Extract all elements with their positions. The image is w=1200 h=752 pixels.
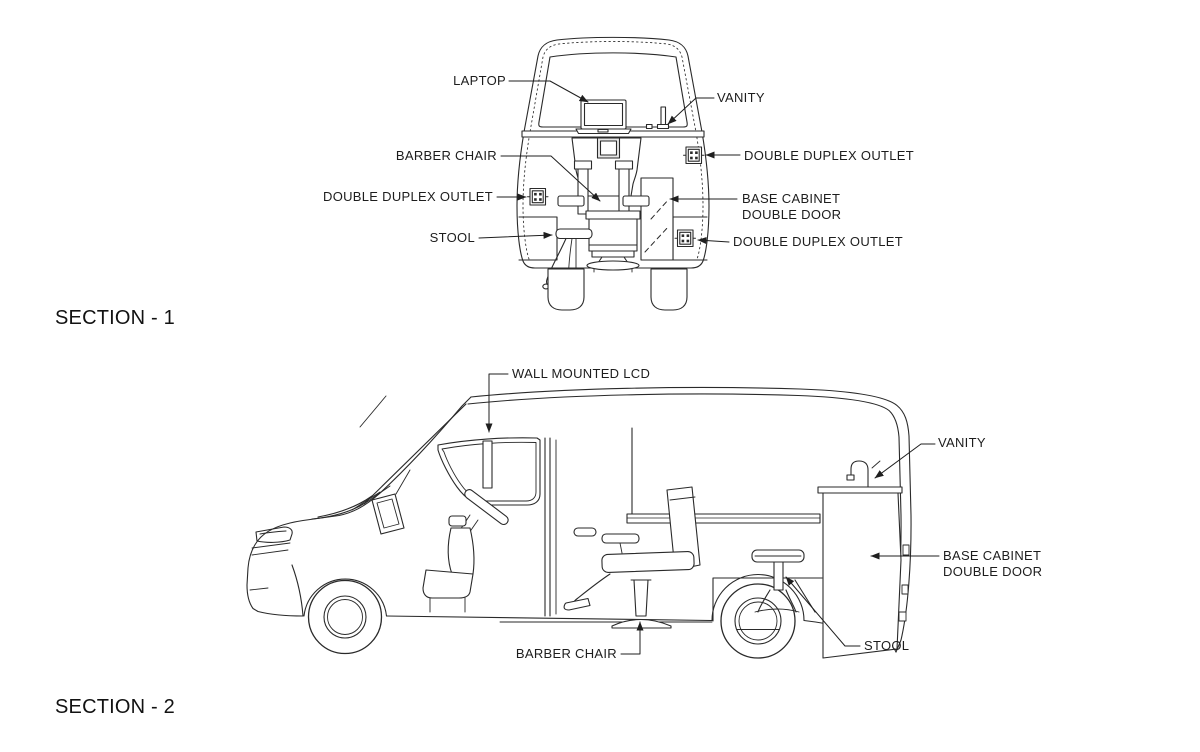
antenna <box>359 395 387 428</box>
rear-wheel-drawing <box>720 583 796 659</box>
hood-seam <box>317 495 373 518</box>
label-line-1: BASE CABINET <box>742 191 841 206</box>
grille-lines <box>249 542 291 591</box>
leader-barber-chair <box>500 155 601 202</box>
outlet-right-top-drawing <box>682 146 705 165</box>
rear-wheel-arch <box>711 573 805 622</box>
faucet-handle <box>871 460 881 469</box>
chair-backrest <box>666 486 701 571</box>
leader-outlet-right-bottom <box>697 237 730 245</box>
label-base-cabinet-rear: BASE CABINET DOUBLE DOOR <box>742 191 841 222</box>
label-stool-rear: STOOL <box>429 230 475 245</box>
barber-chair-side-drawing <box>563 486 701 629</box>
label-barber-chair-rear: BARBER CHAIR <box>395 148 497 163</box>
vanity-faucet-rear-drawing <box>645 106 670 130</box>
vanity-countertop <box>817 486 903 494</box>
leader-vanity-side <box>874 443 936 479</box>
leader-wall-mounted-lcd <box>485 373 509 433</box>
label-wall-mounted-lcd: WALL MOUNTED LCD <box>512 366 651 381</box>
label-line-1: BASE CABINET <box>943 548 1042 563</box>
label-double-duplex-outlet-right-top: DOUBLE DUPLEX OUTLET <box>744 148 914 163</box>
label-laptop: LAPTOP <box>453 73 506 88</box>
rear-view-wheel-right <box>650 268 688 311</box>
label-vanity-side: VANITY <box>938 435 986 450</box>
chair-pedestal <box>633 579 649 617</box>
wiper <box>351 485 391 511</box>
outlet-right-bottom-drawing <box>674 229 697 248</box>
vanity-cabinet-side-drawing <box>817 460 910 659</box>
leader-lines-section-1 <box>478 80 741 245</box>
leader-lines-section-2 <box>485 373 940 655</box>
vanity-faucet <box>850 460 869 488</box>
barber-chair-rear-drawing <box>557 137 650 273</box>
headlight <box>255 526 293 543</box>
front-wheel-arch <box>303 578 388 617</box>
windshield <box>246 396 472 617</box>
counter-shelf-drawing <box>626 513 821 524</box>
laptop-drawing <box>575 99 632 135</box>
leader-vanity <box>667 97 715 125</box>
label-double-duplex-outlet-left: DOUBLE DUPLEX OUTLET <box>323 189 493 204</box>
outlet-left-drawing <box>526 187 549 206</box>
base-cabinet-rear-drawing <box>640 177 674 261</box>
mirror-drawing <box>371 469 411 535</box>
door-handle <box>573 527 597 537</box>
stool-side-drawing <box>751 549 805 613</box>
rear-door-hardware <box>898 544 910 622</box>
label-vanity-rear: VANITY <box>717 90 765 105</box>
section-2-title: SECTION - 2 <box>55 696 175 718</box>
label-barber-chair-side: BARBER CHAIR <box>515 646 617 661</box>
leader-stool-side <box>785 576 861 647</box>
front-fender-edge <box>291 564 304 617</box>
rear-wheels <box>547 268 688 311</box>
label-stool-side: STOOL <box>864 638 910 653</box>
leader-laptop <box>508 80 589 103</box>
side-view-drawing <box>246 373 940 659</box>
wall-mounted-lcd-drawing <box>482 440 493 489</box>
b-pillar <box>544 437 551 617</box>
chair-seat <box>601 551 695 573</box>
rear-view-wheel-left <box>547 268 585 311</box>
leader-barber-chair-side <box>620 621 644 655</box>
rear-window <box>538 52 688 128</box>
label-double-duplex-outlet-right-bottom: DOUBLE DUPLEX OUTLET <box>733 234 903 249</box>
section-1-title: SECTION - 1 <box>55 307 175 329</box>
left-wheel-box <box>518 216 558 261</box>
label-line-2: DOUBLE DOOR <box>742 206 842 222</box>
label-line-2: DOUBLE DOOR <box>943 563 1043 579</box>
rear-view-drawing <box>478 36 741 311</box>
rocker-sill <box>385 615 713 622</box>
chair-armrest <box>601 533 640 544</box>
leader-stool <box>478 231 553 239</box>
stool-rear-drawing <box>542 228 593 290</box>
front-wheel-drawing <box>307 579 383 655</box>
chair-base-disc <box>611 618 672 629</box>
label-base-cabinet-side: BASE CABINET DOUBLE DOOR <box>943 548 1042 579</box>
driver-seat-drawing <box>422 515 475 613</box>
